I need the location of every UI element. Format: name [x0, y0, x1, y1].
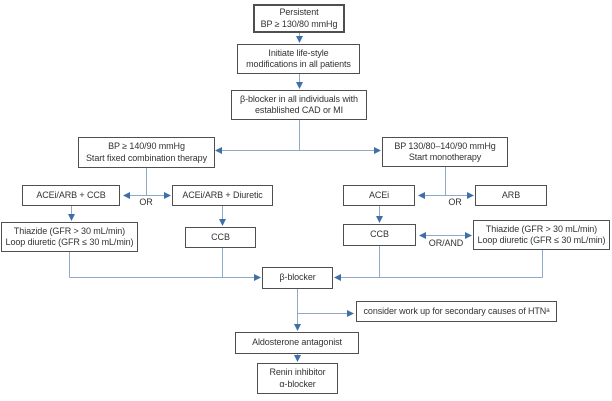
node-renin-inhibitor-alpha-blocker: Renin inhibitor α-blocker: [257, 363, 338, 394]
label-or-right: OR: [448, 197, 462, 207]
node-arb: ARB: [475, 185, 547, 206]
conn-left-collector-to-betablocker: [69, 248, 261, 281]
label-or-and: OR/AND: [428, 238, 464, 248]
node-betablocker-cad-mi: β-blocker in all individuals with establ…: [231, 90, 367, 120]
node-persistent-bp: Persistent BP ≥ 130/80 mmHg: [253, 4, 345, 33]
conn-right-collector-to-betablocker: [334, 246, 543, 281]
node-acei-arb-diuretic: ACEi/ARB + Diuretic: [172, 185, 273, 206]
node-thiazide-loop-left: Thiazide (GFR > 30 mL/min) Loop diuretic…: [1, 222, 138, 252]
conn-monotherapy-branch: [418, 167, 474, 199]
conn-cad-branch: [215, 120, 381, 154]
label-or-left: OR: [139, 197, 153, 207]
node-fixed-combination-therapy: BP ≥ 140/90 mmHg Start fixed combination…: [78, 137, 215, 168]
node-betablocker: β-blocker: [262, 267, 333, 289]
node-aldosterone-antagonist: Aldosterone antagonist: [235, 332, 359, 354]
node-acei-arb-ccb: ACEi/ARB + CCB: [22, 185, 120, 206]
node-thiazide-loop-right: Thiazide (GFR > 30 mL/min) Loop diuretic…: [473, 220, 610, 250]
node-acei: ACEi: [343, 185, 415, 206]
node-secondary-htn-workup: consider work up for secondary causes of…: [356, 301, 557, 322]
node-ccb-right: CCB: [343, 224, 416, 246]
conn-fixed-combo-branch: [123, 168, 171, 199]
node-start-monotherapy: BP 130/80–140/90 mmHg Start monotherapy: [382, 137, 508, 167]
node-lifestyle-modifications: Initiate life-style modifications in all…: [237, 44, 360, 74]
node-ccb-left: CCB: [185, 227, 256, 248]
